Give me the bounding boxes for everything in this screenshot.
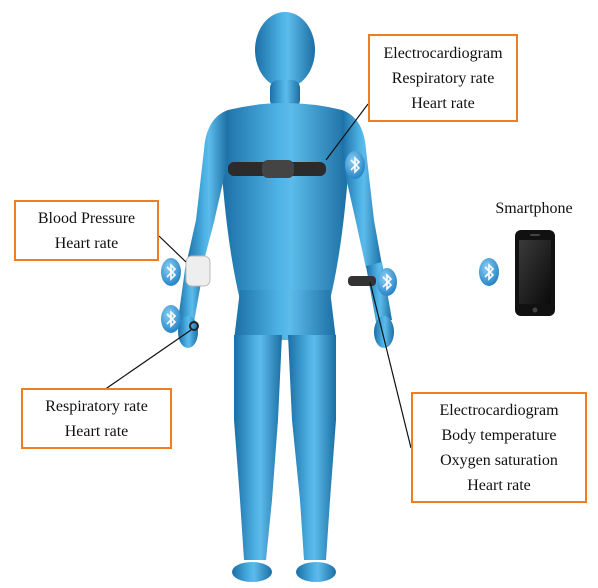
label-line: Respiratory rate (45, 394, 148, 419)
label-line: Electrocardiogram (383, 41, 502, 66)
label-line: Body temperature (441, 423, 556, 448)
label-line: Electrocardiogram (439, 398, 558, 423)
chest-sensor-label-box: Electrocardiogram Respiratory rate Heart… (368, 34, 518, 122)
label-line: Heart rate (411, 91, 475, 116)
bluetooth-icon (345, 151, 365, 179)
wrist-sensor-label-box: Electrocardiogram Body temperature Oxyge… (411, 392, 587, 503)
finger-sensor-label-box: Respiratory rate Heart rate (21, 388, 172, 449)
bluetooth-icon (377, 268, 397, 296)
human-body-figure (178, 12, 394, 582)
label-line: Blood Pressure (38, 206, 135, 231)
label-line: Oxygen saturation (440, 448, 558, 473)
arm-sensor-label-box: Blood Pressure Heart rate (14, 200, 159, 261)
wristband-sensor (348, 276, 376, 286)
arm-connector-line (159, 236, 186, 262)
smartphone-icon (515, 230, 555, 316)
label-line: Heart rate (467, 473, 531, 498)
bluetooth-icon (479, 258, 499, 286)
wrist-connector-line (370, 282, 411, 448)
smartphone-label: Smartphone (484, 200, 584, 218)
arm-cuff-sensor (186, 256, 210, 286)
bluetooth-icon (161, 258, 181, 286)
chest-strap-sensor (228, 160, 326, 178)
label-line: Heart rate (55, 231, 119, 256)
bluetooth-icon (161, 305, 181, 333)
label-line: Heart rate (65, 419, 129, 444)
label-line: Respiratory rate (392, 66, 495, 91)
finger-connector-line (104, 330, 191, 390)
